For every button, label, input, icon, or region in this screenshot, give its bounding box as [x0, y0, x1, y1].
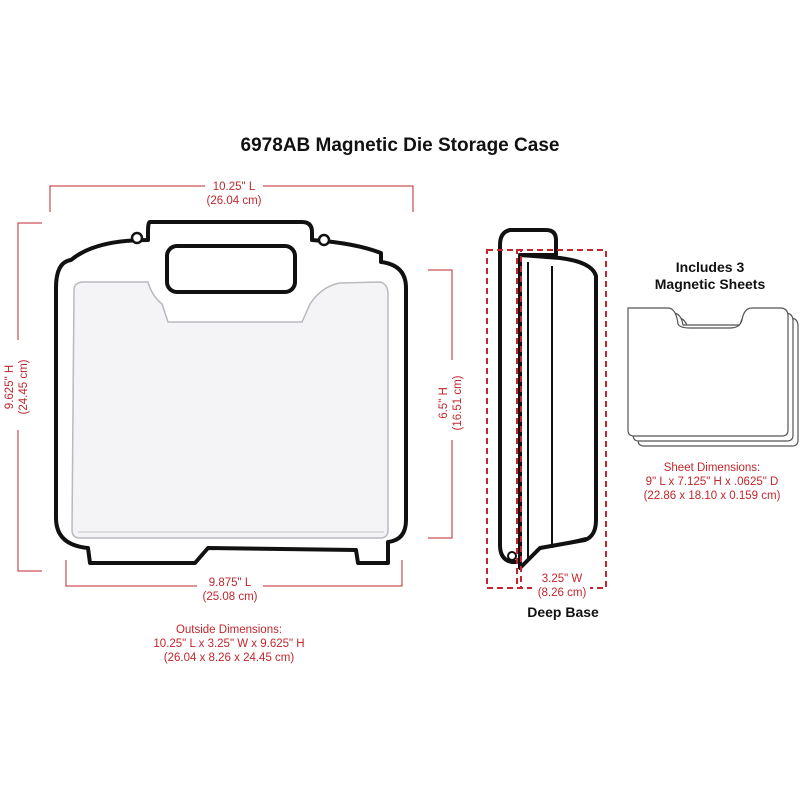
side-latch-icon [507, 551, 517, 561]
side-lid-dashed-outline [486, 249, 522, 589]
diagram-title: 6978AB Magnetic Die Storage Case [241, 135, 560, 156]
hinge-left-icon [130, 231, 144, 245]
sheet-dimensions: Sheet Dimensions: 9" L x 7.125" H x .062… [644, 462, 781, 502]
side-view-case [498, 228, 598, 570]
clear-lid-panel [71, 281, 389, 539]
side-width-metric: (8.26 cm) [538, 587, 587, 599]
front-bottom-length-dimension: 9.875" L (25.08 cm) [65, 560, 403, 604]
front-bottom-length: 9.875" L [209, 577, 252, 589]
outside-dimensions: Outside Dimensions: 10.25" L x 3.25" W x… [153, 624, 304, 664]
outside-dimensions-line2: (26.04 x 8.26 x 24.45 cm) [164, 652, 295, 664]
front-bottom-length-metric: (25.08 cm) [203, 591, 258, 603]
front-right-height-dimension: 6.5" H (16.51 cm) [428, 269, 468, 539]
side-base-outline [518, 253, 598, 570]
front-top-length-metric: (26.04 cm) [207, 195, 262, 207]
sheet-dimensions-line2: (22.86 x 18.10 x 0.159 cm) [644, 490, 781, 502]
hinge-right-icon [317, 233, 331, 247]
front-left-height-dimension: 9.625" H (24.45 cm) [4, 222, 42, 572]
outside-dimensions-heading: Outside Dimensions: [176, 624, 282, 636]
side-lid-outline [498, 228, 558, 564]
magnetic-sheets-stack [627, 307, 799, 447]
front-right-height: 6.5" H [438, 387, 450, 419]
front-left-height-metric: (24.45 cm) [18, 359, 30, 414]
sheet-dimensions-line1: 9" L x 7.125" H x .0625" D [646, 476, 779, 488]
outside-dimensions-line1: 10.25" L x 3.25" W x 9.625" H [153, 638, 304, 650]
sheets-heading-line1: Includes 3 [676, 259, 745, 275]
dim-text-backdrop [205, 180, 263, 192]
front-right-height-metric: (16.51 cm) [452, 375, 464, 430]
sheet-dimensions-heading: Sheet Dimensions: [664, 462, 761, 474]
sheets-heading-line2: Magnetic Sheets [655, 276, 766, 292]
handle-slot [165, 244, 297, 294]
deep-base-label: Deep Base [527, 604, 599, 620]
front-left-height: 9.625" H [4, 365, 16, 409]
front-top-length-label: 10.25" L [213, 181, 256, 193]
side-width-dimension: 3.25" W (8.26 cm) [532, 571, 590, 601]
front-view-case [54, 220, 408, 565]
side-foot-line [535, 537, 587, 551]
side-width: 3.25" W [542, 573, 583, 585]
magnetic-sheet-1 [627, 307, 789, 437]
